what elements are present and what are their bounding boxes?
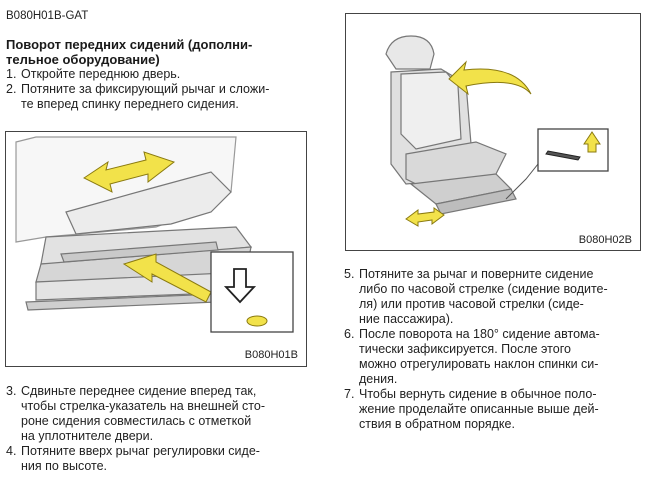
list-item: 4. Потяните вверх рычаг регулировки сиде…	[6, 444, 312, 474]
section-title-line: тельное оборудование)	[6, 52, 160, 67]
step-number: 7.	[344, 387, 355, 401]
step-text-line: ния по высоте.	[21, 459, 108, 473]
step-text-line: Потяните за рычаг и поверните сидение	[359, 267, 594, 281]
step-text-line: можно отрегулировать наклон спинки си-	[359, 357, 599, 371]
inset-box	[537, 128, 609, 172]
list-item: 1. Откройте переднюю дверь.	[6, 67, 312, 82]
step-text-line: Потяните за фиксирующий рычаг и сложи-	[21, 82, 270, 96]
step-text-line: чтобы стрелка-указатель на внешней сто-	[21, 399, 266, 413]
step-text-line: жение проделайте описанные выше дей-	[359, 402, 599, 416]
step-text-line: Сдвиньте переднее сидение вперед так,	[21, 384, 257, 398]
step-number: 4.	[6, 444, 17, 458]
step-text-line: тически зафиксируется. После этого	[359, 342, 571, 356]
double-arrow-icon	[83, 151, 176, 193]
figure-label: B080H01B	[244, 349, 298, 361]
figure-label: B080H02B	[578, 234, 632, 246]
steps-list-left-bottom: 3. Сдвиньте переднее сидение вперед так,…	[6, 384, 312, 474]
step-number: 1.	[6, 67, 17, 81]
section-title: Поворот передних сидений (дополни- тельн…	[6, 37, 306, 67]
alignment-mark-icon	[246, 315, 268, 327]
document-code: B080H01B-GAT	[6, 10, 89, 22]
step-text-line: ние пассажира).	[359, 312, 454, 326]
rotate-arrow-icon	[448, 60, 532, 96]
step-text-line: После поворота на 180° сидение автома-	[359, 327, 600, 341]
up-arrow-icon	[583, 131, 601, 153]
seat-drawing	[385, 35, 517, 215]
list-item: 3. Сдвиньте переднее сидение вперед так,…	[6, 384, 312, 444]
step-text-line: те вперед спинку переднего сидения.	[21, 97, 239, 111]
list-item: 6. После поворота на 180° сидение автома…	[344, 327, 644, 387]
step-number: 3.	[6, 384, 17, 398]
list-item: 2. Потяните за фиксирующий рычаг и сложи…	[6, 82, 312, 112]
step-text-line: Откройте переднюю дверь.	[21, 67, 181, 81]
inset-box	[210, 251, 294, 333]
step-text-line: дения.	[359, 372, 398, 386]
step-number: 2.	[6, 82, 17, 96]
step-text-line: ствия в обратном порядке.	[359, 417, 515, 431]
seat-rotation-illustration	[385, 35, 609, 227]
figure-seat-side-view: B080H01B	[5, 131, 307, 367]
step-number: 5.	[344, 267, 355, 281]
list-item: 7. Чтобы вернуть сидение в обычное поло-…	[344, 387, 644, 432]
seat-side-illustration	[15, 136, 294, 333]
figure-seat-rotation: B080H02B	[345, 13, 641, 251]
step-text-line: либо по часовой стрелке (сидение водите-	[359, 282, 608, 296]
steps-list-right: 5. Потяните за рычаг и поверните сидение…	[344, 267, 644, 432]
down-arrow-icon	[223, 268, 257, 304]
step-text-line: Чтобы вернуть сидение в обычное поло-	[359, 387, 597, 401]
lever-handle-icon	[545, 150, 581, 161]
step-text-line: ля) или против часовой стрелки (сиде-	[359, 297, 584, 311]
double-arrow-icon	[405, 207, 445, 227]
step-text-line: Потяните вверх рычаг регулировки сиде-	[21, 444, 260, 458]
list-item: 5. Потяните за рычаг и поверните сидение…	[344, 267, 644, 327]
section-title-line: Поворот передних сидений (дополни-	[6, 37, 253, 52]
step-text-line: роне сидения совместилась с отметкой	[21, 414, 252, 428]
step-number: 6.	[344, 327, 355, 341]
pointer-arrow-icon	[122, 253, 212, 303]
step-text-line: на уплотнителе двери.	[21, 429, 154, 443]
steps-list-top: 1. Откройте переднюю дверь. 2. Потяните …	[6, 67, 312, 112]
